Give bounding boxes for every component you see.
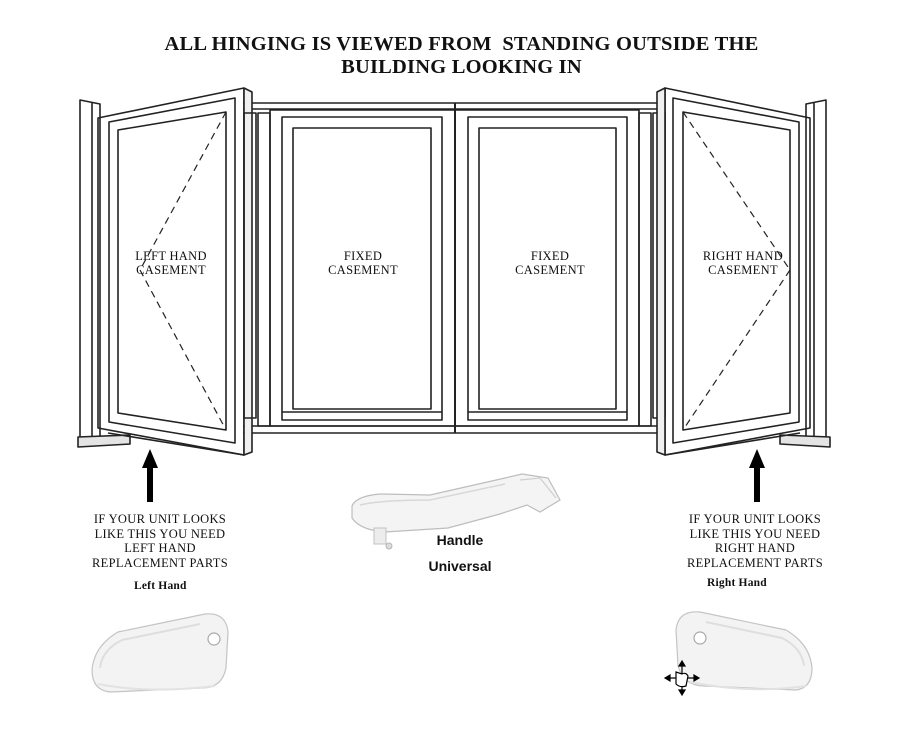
panel-label-line: CASEMENT xyxy=(515,263,585,277)
panel-label-line: FIXED xyxy=(343,249,383,263)
note-line: LEFT HAND xyxy=(124,541,196,555)
universal-handle-image xyxy=(351,473,561,550)
right-hand-casement-sash xyxy=(656,87,811,456)
handle-label-line-1: Handle xyxy=(436,532,484,548)
panel-label-line: RIGHT HAND xyxy=(702,249,784,263)
left-hand-note: IF YOUR UNIT LOOKS LIKE THIS YOU NEED LE… xyxy=(70,512,250,570)
panel-label-line: CASEMENT xyxy=(708,263,778,277)
panel-label-fixed-left: FIXED CASEMENT xyxy=(300,249,426,277)
panel-label-line: FIXED xyxy=(530,249,570,263)
left-mullion xyxy=(243,112,257,419)
note-line: LIKE THIS YOU NEED xyxy=(689,526,821,541)
note-line: IF YOUR UNIT LOOKS xyxy=(93,512,227,526)
left-hand-casement-sash xyxy=(97,87,253,456)
note-line: RIGHT HAND xyxy=(714,541,796,555)
note-line: LIKE THIS YOU NEED xyxy=(94,526,226,541)
left-hand-part-label: Left Hand xyxy=(134,580,187,592)
note-line: IF YOUR UNIT LOOKS xyxy=(688,512,822,526)
up-arrow-icon xyxy=(749,449,765,502)
note-line: REPLACEMENT PARTS xyxy=(687,555,823,570)
right-hand-note: IF YOUR UNIT LOOKS LIKE THIS YOU NEED RI… xyxy=(665,512,845,570)
left-hand-part-image xyxy=(91,613,229,693)
panel-label-line: CASEMENT xyxy=(136,263,206,277)
move-cursor-icon xyxy=(663,659,701,697)
diagram-title: ALL HINGING IS VIEWED FROM STANDING OUTS… xyxy=(0,33,923,79)
note-line: REPLACEMENT PARTS xyxy=(92,555,228,570)
handle-label: Handle Universal xyxy=(408,527,512,579)
panel-label-right-hand: RIGHT HAND CASEMENT xyxy=(690,249,796,277)
up-arrow-icon xyxy=(142,449,158,502)
title-line-1: ALL HINGING IS VIEWED FROM STANDING OUTS… xyxy=(164,33,759,55)
title-line-2: BUILDING LOOKING IN xyxy=(341,56,582,78)
panel-label-line: CASEMENT xyxy=(328,263,398,277)
right-mullion xyxy=(638,112,652,427)
panel-label-line: LEFT HAND xyxy=(135,249,207,263)
right-hand-part-image xyxy=(675,611,813,691)
right-hand-part-label: Right Hand xyxy=(707,577,767,589)
fixed-casement-left xyxy=(269,109,456,427)
panel-label-fixed-right: FIXED CASEMENT xyxy=(487,249,613,277)
handle-label-line-2: Universal xyxy=(428,558,492,574)
panel-label-left-hand: LEFT HAND CASEMENT xyxy=(118,249,224,277)
